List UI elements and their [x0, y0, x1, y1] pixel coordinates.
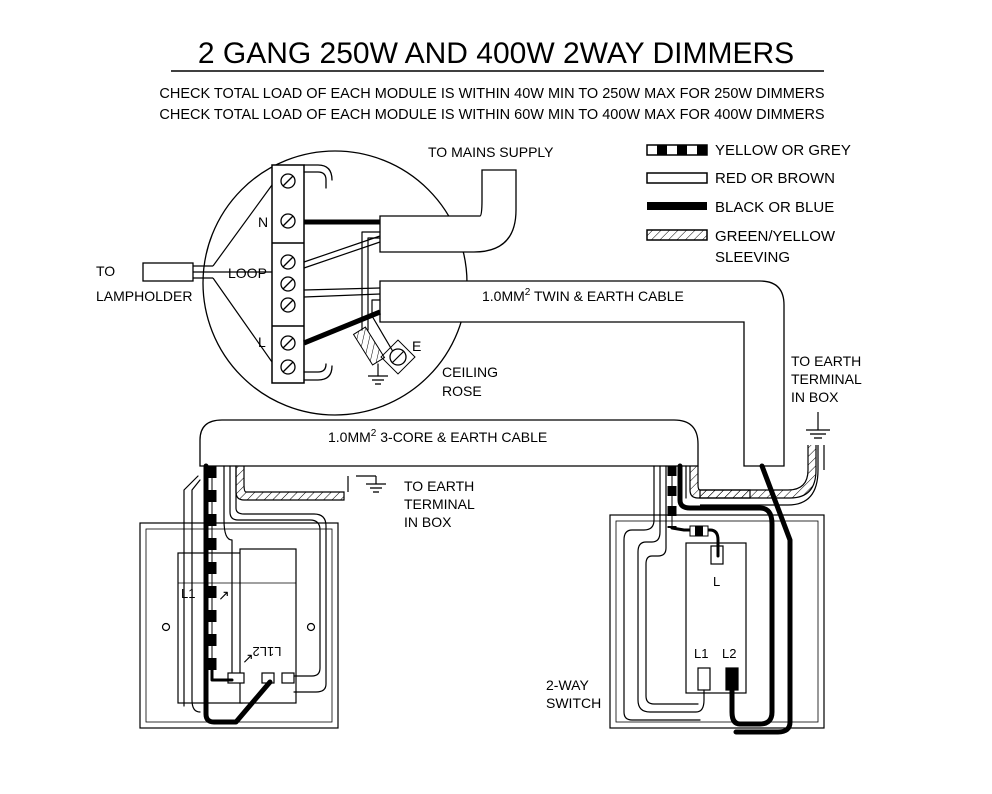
rose-label-l: L	[258, 334, 266, 350]
mains-supply-cable	[303, 169, 517, 331]
label-two-way: 2-WAY	[546, 677, 589, 693]
rose-earth	[352, 326, 416, 385]
label-mains-supply: TO MAINS SUPPLY	[428, 144, 554, 160]
dimmer-fixing-hole-left	[161, 622, 171, 632]
dimmer-plate: L1 ↗ L1L2 ↗	[139, 463, 339, 729]
label-terminal-right: TERMINAL	[791, 371, 862, 387]
rose-label-n: N	[258, 214, 268, 230]
legend-swatch-black-blue	[647, 202, 707, 210]
switch-label-l2: L2	[722, 646, 736, 661]
two-way-switch-plate: L L1 L2 2-WAY SWITCH	[546, 463, 825, 735]
rose-label-e: E	[412, 338, 421, 354]
switch-strapper-wire	[667, 466, 720, 558]
legend-label-black-blue: BLACK OR BLUE	[715, 199, 834, 216]
diagram-title: 2 GANG 250W AND 400W 2WAY DIMMERS	[198, 37, 794, 70]
legend-swatch-red-brown	[646, 172, 708, 184]
legend: YELLOW OR GREY RED OR BROWN BLACK OR BLU…	[646, 142, 851, 266]
dimmer-arrow-1: ↗	[218, 587, 230, 603]
twin-earth-cable	[303, 280, 785, 467]
rose-label-loop: LOOP	[228, 265, 267, 281]
legend-label-sleeving: SLEEVING	[715, 249, 790, 266]
switch-black-wire-1	[677, 463, 775, 727]
label-lampholder: LAMPHOLDER	[96, 288, 192, 304]
note-250w: CHECK TOTAL LOAD OF EACH MODULE IS WITHI…	[159, 86, 824, 102]
dimmer-label-l1: L1	[181, 586, 195, 601]
label-switch: SWITCH	[546, 695, 601, 711]
label-twin-cable: 1.0MM2 TWIN & EARTH CABLE	[482, 287, 684, 304]
label-in-box-left: IN BOX	[404, 514, 452, 530]
switch-black-wire-2	[733, 463, 793, 735]
terminal-screws	[280, 173, 296, 375]
label-three-core-cable: 1.0MM2 3-CORE & EARTH CABLE	[328, 428, 547, 445]
dimmer-fixing-hole-right	[306, 622, 316, 632]
lampholder-flex	[142, 184, 273, 363]
legend-label-yellow-grey: YELLOW OR GREY	[715, 142, 851, 159]
dimmer-arrow-2: ↗	[242, 650, 254, 666]
switch-label-l1: L1	[694, 646, 708, 661]
legend-swatch-green-yellow	[646, 229, 708, 241]
rose-label-ceiling: CEILING	[442, 364, 498, 380]
label-in-box-right: IN BOX	[791, 389, 839, 405]
label-to-earth-right: TO EARTH	[791, 353, 861, 369]
label-terminal-left: TERMINAL	[404, 496, 475, 512]
ceiling-rose: N LOOP L E CEILING ROSE TO LAMPHOLDER	[96, 144, 785, 467]
dimmer-strapper-wire	[207, 466, 234, 682]
switch-label-l: L	[713, 574, 720, 589]
dimmer-black-wire	[203, 463, 273, 725]
three-core-cable: 1.0MM2 3-CORE & EARTH CABLE TO EARTH TER…	[199, 419, 751, 530]
rose-label-rose: ROSE	[442, 383, 482, 399]
legend-label-green-yellow: GREEN/YELLOW	[715, 228, 836, 245]
legend-swatch-yellow-grey	[646, 144, 708, 156]
dimmer-label-l1l2: L1L2	[253, 644, 282, 659]
label-to-earth-left: TO EARTH	[404, 478, 474, 494]
switch-terminal-l1	[697, 667, 711, 691]
note-400w: CHECK TOTAL LOAD OF EACH MODULE IS WITHI…	[159, 107, 824, 123]
label-to: TO	[96, 263, 115, 279]
legend-label-red-brown: RED OR BROWN	[715, 170, 835, 187]
